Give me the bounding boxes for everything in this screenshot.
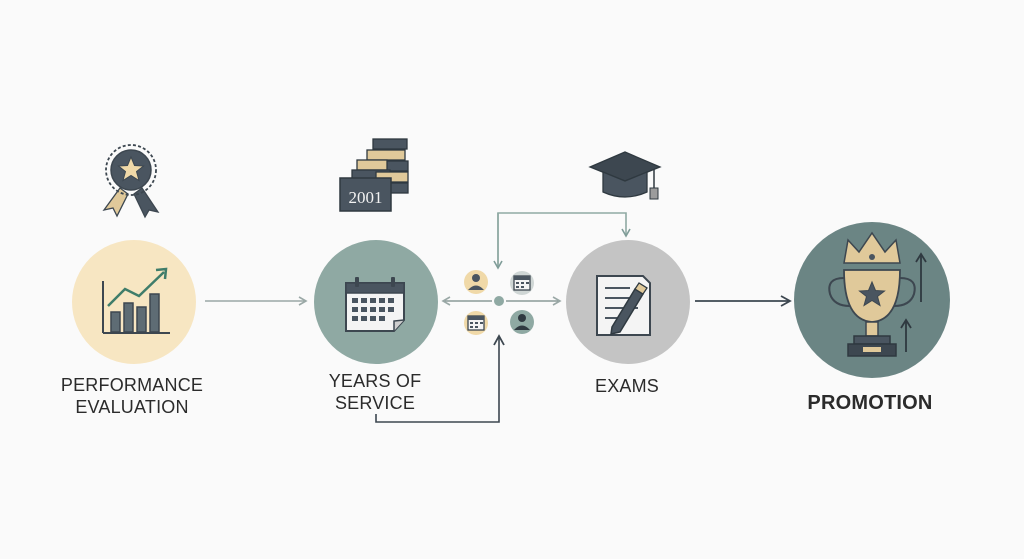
graduation-cap-icon [588, 151, 662, 200]
performance-label-line-1: PERFORMANCE [60, 375, 204, 395]
hub-node-calendar-top [510, 271, 534, 295]
document-pencil-icon [596, 275, 651, 336]
trophy-crown-icon [828, 231, 916, 357]
loop-connector-bottom [375, 334, 505, 423]
hub-center-dot [494, 296, 504, 306]
exams-label: EXAMS [567, 375, 687, 397]
performance-evaluation-label: PERFORMANCE EVALUATION [52, 374, 212, 418]
growth-arrows-icon [900, 252, 927, 352]
years-label-line-1: YEARS OF [328, 371, 422, 391]
exams-label-line-1: EXAMS [594, 376, 660, 396]
performance-label-line-2: EVALUATION [75, 397, 189, 417]
award-ribbon-star-icon [102, 144, 160, 219]
hub-node-calendar-bottom [464, 311, 488, 335]
years-label-line-2: SERVICE [334, 393, 416, 413]
year-badge-text: 2001 [349, 188, 383, 207]
hub-node-person [464, 270, 488, 294]
hub-node-person-dark [510, 310, 534, 334]
promotion-label: PROMOTION [790, 392, 950, 414]
promotion-label-line-1: PROMOTION [807, 392, 933, 414]
calendar-icon [345, 277, 405, 332]
bar-chart-trend-icon [102, 267, 170, 334]
performance-circle [72, 240, 196, 364]
years-of-service-label: YEARS OF SERVICE [310, 370, 440, 414]
stacked-books-icon: 2001 [339, 138, 409, 212]
